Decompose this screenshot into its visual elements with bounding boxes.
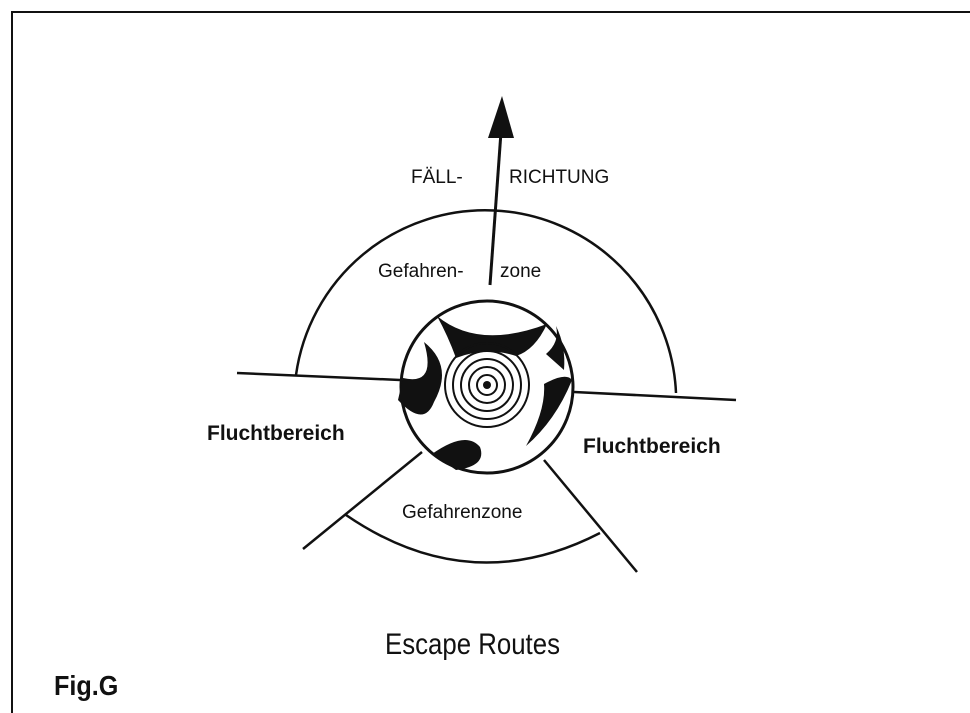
bottom-left-wedge-line	[302, 451, 423, 550]
left-boundary-line	[236, 371, 401, 382]
figure-caption: Escape Routes	[385, 628, 560, 661]
direction-label-left: FÄLL-	[411, 167, 463, 188]
felling-direction-arrow-icon	[488, 96, 514, 286]
escape-area-left-label: Fluchtbereich	[207, 422, 345, 445]
bottom-right-wedge-line	[543, 459, 638, 573]
escape-area-right-label: Fluchtbereich	[583, 435, 721, 458]
top-danger-zone-label-right: zone	[500, 261, 541, 282]
top-danger-zone-label-left: Gefahren-	[378, 261, 464, 282]
figure-number-label: Fig.G	[54, 670, 119, 701]
figure-frame	[11, 11, 970, 713]
right-boundary-line	[573, 390, 737, 402]
bottom-danger-zone-label: Gefahrenzone	[402, 502, 522, 523]
bottom-danger-zone-arc	[345, 513, 601, 564]
direction-label-right: RICHTUNG	[509, 167, 609, 188]
tree-stump-icon	[398, 299, 575, 475]
